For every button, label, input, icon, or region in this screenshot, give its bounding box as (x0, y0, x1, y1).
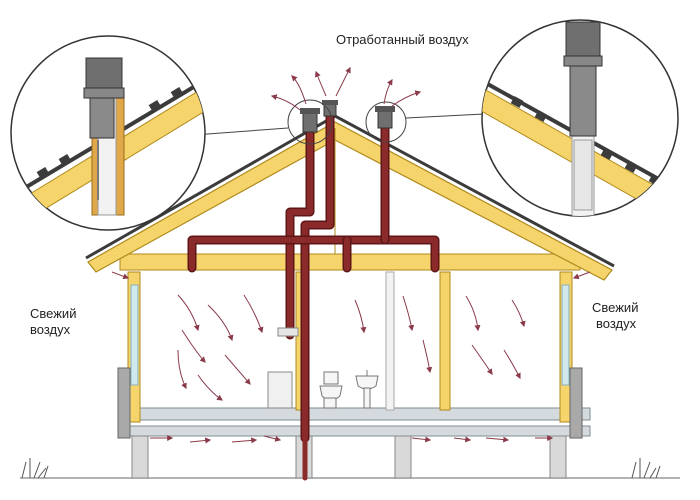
highlight-circle-right (365, 101, 407, 143)
exhaust-ducts (187, 107, 440, 481)
grass-icon (21, 458, 661, 479)
airflow-arrows (111, 271, 591, 444)
vent-cap-3 (375, 106, 395, 129)
roof-vent-detail-icon (10, 35, 206, 231)
extractor-hood (277, 327, 299, 337)
vertical-post (385, 271, 395, 411)
highlight-circle-left (287, 99, 333, 145)
exhaust-arrows (270, 66, 422, 111)
vent-cap-1 (300, 108, 320, 133)
floor-structure (119, 407, 591, 479)
leader-line-right (405, 113, 485, 119)
vent-cap-2 (322, 100, 338, 117)
left-wall (117, 271, 141, 439)
interior-partition-right (439, 271, 451, 411)
right-wall (559, 271, 583, 439)
leader-line-left (193, 127, 289, 136)
fresh-air-right-label-line1: Свежий (592, 300, 638, 315)
fresh-air-left-label-line1: Свежий (30, 306, 76, 321)
toilet-icon (319, 371, 343, 409)
fresh-air-right-label-line2: воздух (596, 316, 637, 331)
exhaust-air-label: Отработанный воздух (336, 32, 469, 47)
bath-cabinet (267, 371, 293, 409)
roof-vent-detail-icon (481, 19, 679, 217)
fresh-air-left-label-line2: воздух (30, 322, 71, 337)
sink-icon (355, 370, 379, 409)
